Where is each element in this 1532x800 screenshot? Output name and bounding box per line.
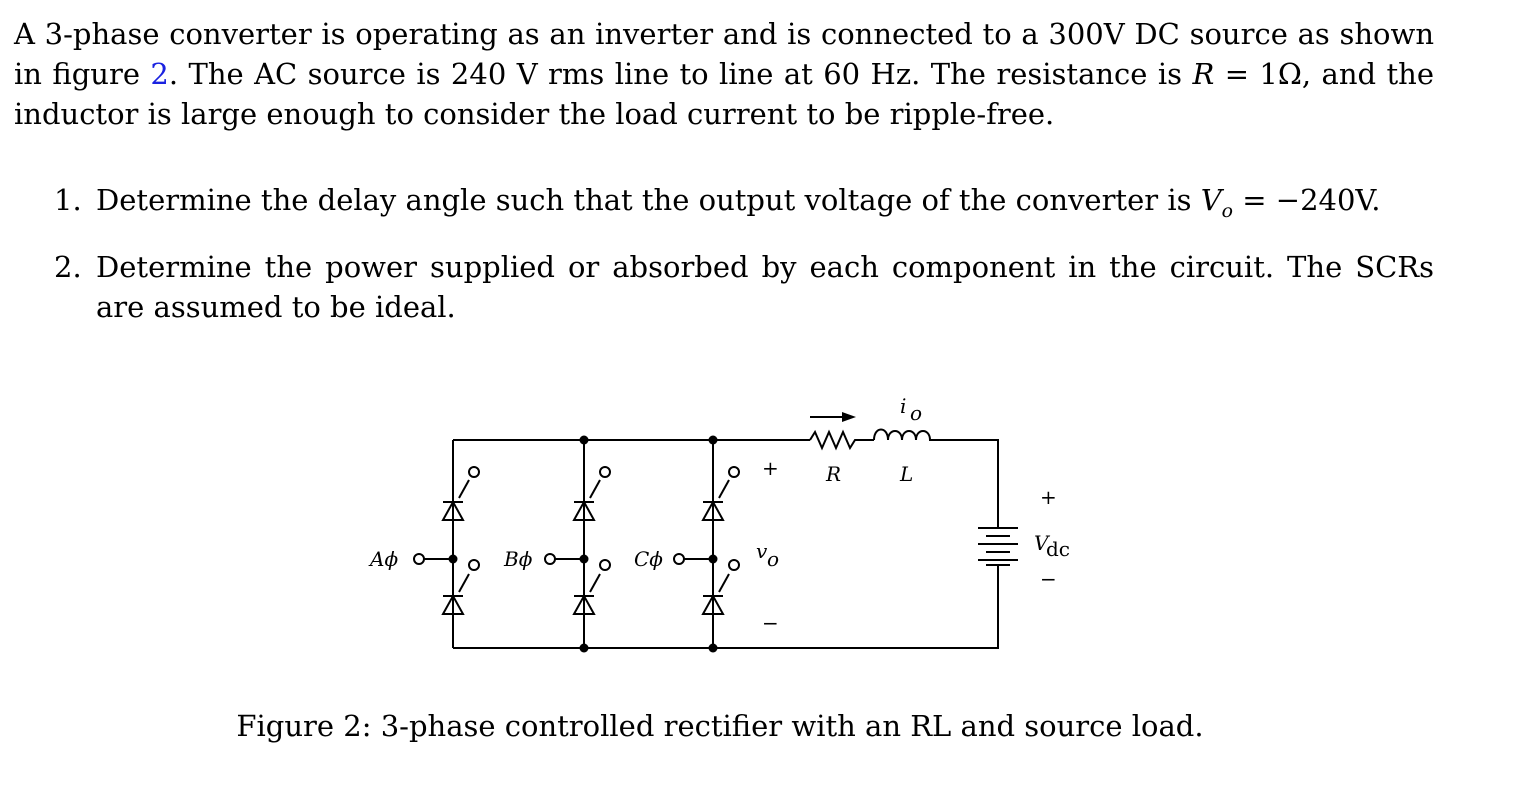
vdc-plus-label: +: [1040, 485, 1057, 509]
vo-minus-label: −: [762, 611, 779, 635]
current-subscript: o: [910, 401, 922, 425]
gate-c-lower-icon: [728, 559, 740, 571]
output-voltage-subscript: o: [1221, 200, 1234, 222]
intro-text-a: A 3-phase converter is operating as an i…: [14, 17, 1434, 91]
battery-icon: [978, 527, 1018, 566]
resistance-symbol: R: [1192, 57, 1215, 91]
question-1-text: Determine the delay angle such that the …: [96, 180, 1434, 232]
current-label: i: [900, 394, 906, 418]
figure-caption: Figure 2: 3-phase controlled rectifier w…: [236, 709, 1204, 743]
phase-c-terminal-icon: [673, 553, 685, 565]
top-load-wire: [938, 439, 999, 528]
vo-subscript: o: [767, 547, 779, 571]
phase-a-terminal-icon: [413, 553, 425, 565]
question-1: 1. Determine the delay angle such that t…: [54, 180, 1434, 232]
gate-b-upper-icon: [599, 466, 611, 478]
problem-statement: A 3-phase converter is operating as an i…: [14, 14, 1434, 134]
junction-dot-icon: [579, 554, 589, 564]
resistance-value-text: = 1Ω, and the inductor is large enough t…: [14, 57, 1434, 131]
inductor-label: L: [899, 462, 913, 486]
junction-dot-icon: [448, 554, 458, 564]
resistor-label: R: [825, 462, 841, 486]
junction-dot-icon: [708, 435, 718, 445]
scr-b-upper-icon: [572, 479, 601, 521]
scr-b-lower-icon: [572, 573, 601, 615]
vdc-minus-label: −: [1040, 567, 1057, 591]
phase-c-label: Cϕ: [634, 547, 663, 571]
phase-a-label: Aϕ: [368, 547, 398, 571]
gate-c-upper-icon: [728, 466, 740, 478]
question-2: 2. Determine the power supplied or absor…: [54, 247, 1434, 327]
scr-a-upper-icon: [441, 479, 470, 521]
question-1-text-a: Determine the delay angle such that the …: [96, 183, 1201, 217]
question-2-text: Determine the power supplied or absorbed…: [96, 250, 1434, 324]
gate-a-upper-icon: [468, 466, 480, 478]
phase-b-label: Bϕ: [503, 547, 533, 571]
junction-dot-icon: [579, 643, 589, 653]
scr-a-lower-icon: [441, 573, 470, 615]
scr-c-upper-icon: [701, 479, 730, 521]
question-2-number: 2.: [54, 250, 82, 284]
phase-b-terminal-icon: [544, 553, 556, 565]
bottom-bus-wire: [453, 565, 999, 649]
question-1-number: 1.: [54, 183, 82, 217]
figure-reference-link[interactable]: 2: [150, 57, 169, 91]
junction-dot-icon: [579, 435, 589, 445]
question-1-text-b: = −240V.: [1233, 183, 1381, 217]
vdc-label: V: [1034, 531, 1051, 555]
junction-dot-icon: [708, 643, 718, 653]
resistor-icon: [809, 429, 874, 451]
scr-c-lower-icon: [701, 573, 730, 615]
current-arrow-head-icon: [842, 412, 856, 422]
vo-plus-label: +: [762, 456, 779, 480]
vo-label: v: [756, 539, 768, 563]
output-voltage-symbol: V: [1200, 183, 1222, 217]
intro-text-b: . The AC source is 240 V rms line to lin…: [168, 57, 1193, 91]
inductor-icon: [873, 428, 938, 441]
junction-dot-icon: [708, 554, 718, 564]
gate-b-lower-icon: [599, 559, 611, 571]
vdc-subscript: dc: [1046, 537, 1070, 561]
gate-a-lower-icon: [468, 559, 480, 571]
